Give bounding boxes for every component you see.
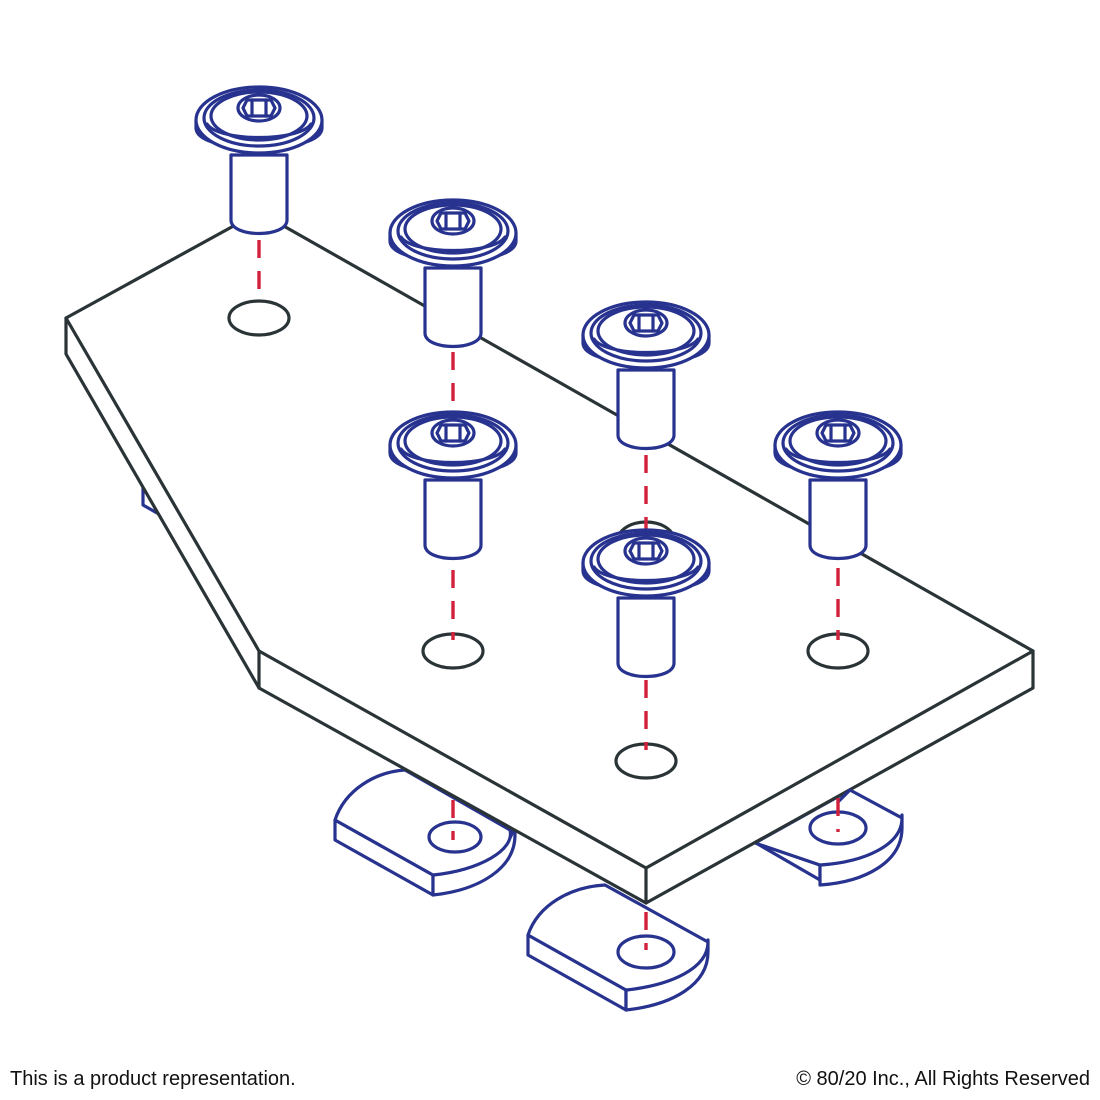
copyright-text: © 80/20 Inc., All Rights Reserved <box>796 1068 1090 1090</box>
button-head-screw <box>194 85 324 236</box>
button-head-screw <box>773 410 903 561</box>
t-nut-front <box>526 883 710 1012</box>
plate-top-face <box>64 210 1035 870</box>
button-head-screw <box>581 300 711 451</box>
plate <box>64 210 1035 905</box>
plate-vertical-edges <box>257 649 648 905</box>
t-nut-right <box>753 788 904 887</box>
mounting-hole-1 <box>227 299 291 337</box>
exploded-assembly-diagram <box>64 85 1035 1012</box>
assembly-axis-lines <box>257 240 840 950</box>
button-head-screw <box>388 410 518 561</box>
disclaimer-text: This is a product representation. <box>10 1068 296 1090</box>
t-nut-left <box>333 768 517 897</box>
t-nut-right-peek <box>836 788 852 804</box>
button-head-screw <box>581 528 711 679</box>
hidden-t-nut-edge <box>141 486 159 515</box>
button-head-screws <box>194 85 903 679</box>
button-head-screw <box>388 198 518 349</box>
